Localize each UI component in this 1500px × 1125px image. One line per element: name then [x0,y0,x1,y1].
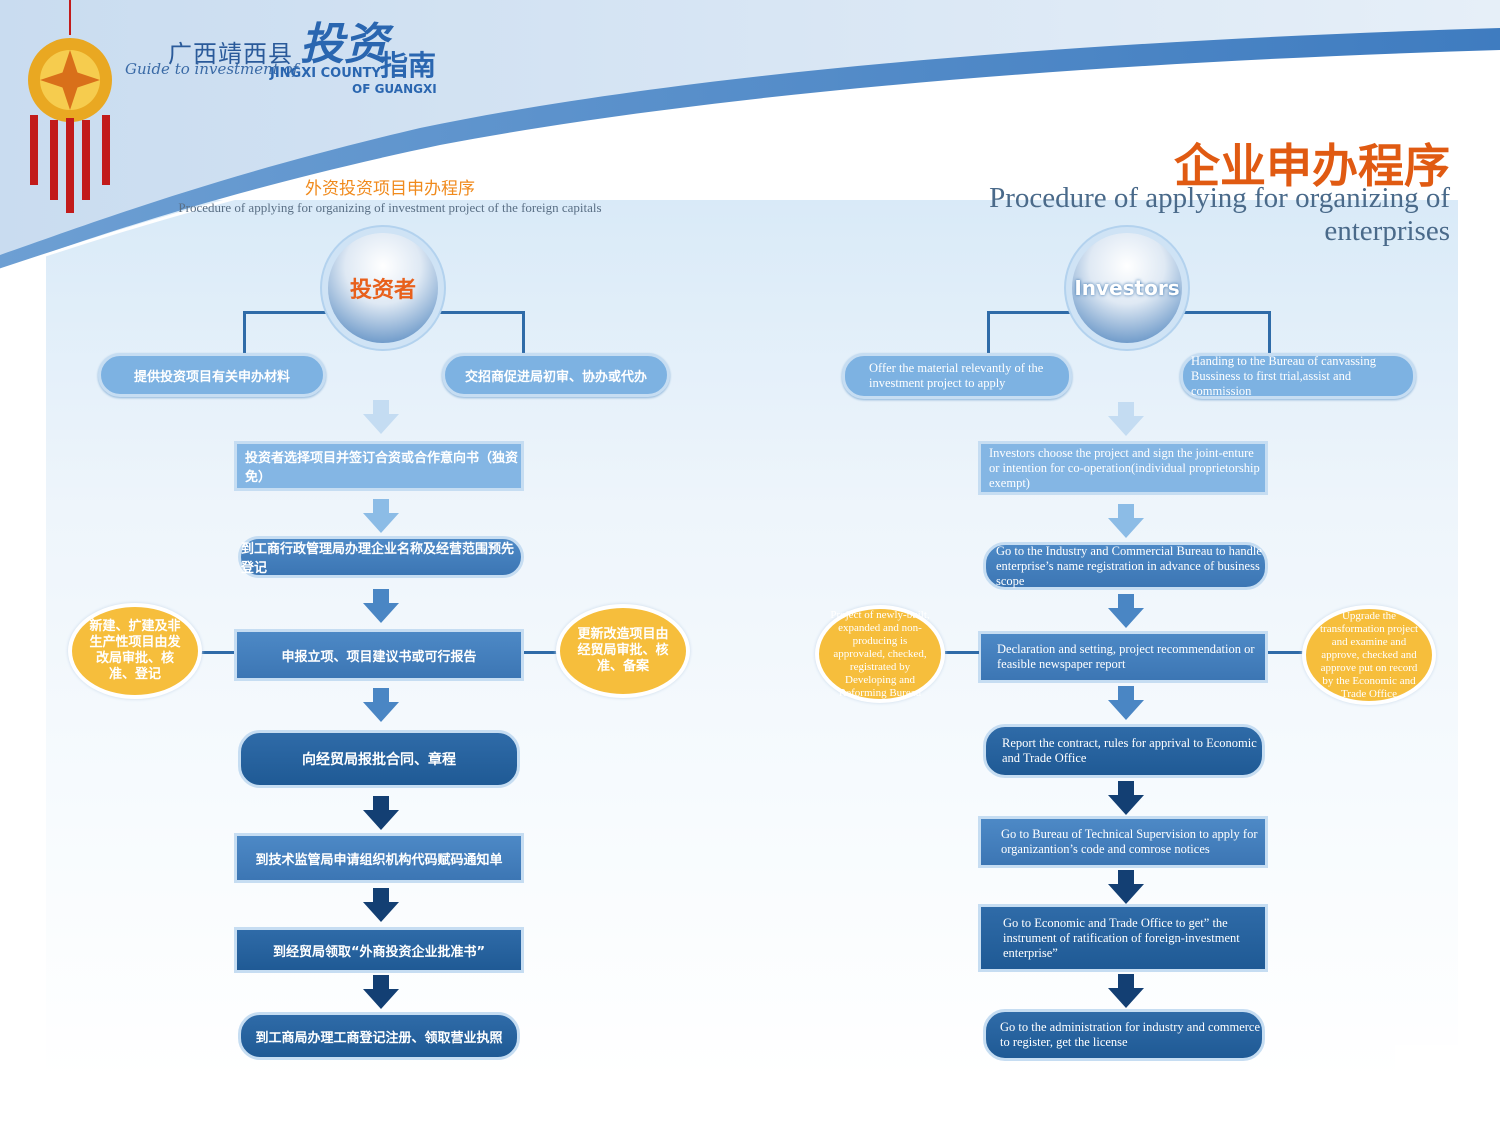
logo-region: 广西靖西县 [168,40,293,68]
arrow-down-icon [1108,594,1144,628]
connector-line [243,311,246,356]
left-step-7: 到工商局办理工商登记注册、领取营业执照 [238,1012,520,1060]
right-step-1-label: Investors choose the project and sign th… [989,445,1260,490]
right-side-note-development-label: Project of newly-built, expanded and non… [830,608,930,699]
right-hub-investors: Investors [1072,233,1182,343]
arrow-down-icon [363,975,399,1009]
arrow-down-icon [1108,504,1144,538]
hanging-ornament-icon [28,0,112,213]
left-step-4-label: 向经贸局报批合同、章程 [302,752,456,768]
right-step-5-label: Go to Bureau of Technical Supervision to… [1001,827,1258,856]
right-step-2: Go to the Industry and Commercial Bureau… [983,542,1268,590]
right-side-note-upgrade: Upgrade the transformation project and e… [1302,605,1436,705]
left-step-1-label: 投资者选择项目并签订合资或合作意向书（独资免） [245,451,519,485]
right-branch-materials-label: Offer the material relevantly of the inv… [869,361,1044,390]
right-side-note-upgrade-label: Upgrade the transformation project and e… [1319,609,1419,700]
arrow-down-icon [1108,974,1144,1008]
logo-province: OF GUANGXI [352,82,437,96]
left-branch-bureau: 交招商促进局初审、协办或代办 [442,353,670,397]
left-side-note-upgrade-label: 更新改造项目由经贸局审批、核准、备案 [577,627,669,674]
right-side-note-development: Project of newly-built, expanded and non… [815,605,945,703]
right-step-5: Go to Bureau of Technical Supervision to… [978,816,1268,868]
logo-subtitle-en: Guide to investment of [125,60,299,78]
left-step-1: 投资者选择项目并签订合资或合作意向书（独资免） [234,441,524,491]
right-step-3: Declaration and setting, project recomme… [978,631,1268,683]
right-branch-bureau-label: Handing to the Bureau of canvassing Buss… [1191,353,1377,398]
left-step-6-label: 到经贸局领取“外商投资企业批准书” [272,944,486,960]
right-step-3-label: Declaration and setting, project recomme… [997,642,1255,671]
arrow-down-icon [363,688,399,722]
right-branch-materials: Offer the material relevantly of the inv… [842,353,1072,399]
left-side-note-upgrade: 更新改造项目由经贸局审批、核准、备案 [556,604,690,698]
left-branch-bureau-label: 交招商促进局初审、协办或代办 [464,369,647,385]
left-hub-label: 投资者 [349,278,416,303]
left-hub-investors: 投资者 [328,233,438,343]
arrow-down-icon [363,400,399,434]
left-branch-materials-label: 提供投资项目有关申办材料 [133,369,290,385]
right-step-6: Go to Economic and Trade Office to get” … [978,904,1268,972]
connector-line [524,651,558,654]
arrow-down-icon [1108,781,1144,815]
connector-line [522,311,525,356]
left-title-cn: 外资投资项目申办程序 [305,179,475,199]
right-hub-label: Investors [1074,276,1180,300]
right-title-en: Procedure of applying for organizing of … [989,182,1450,247]
left-step-7-label: 到工商局办理工商登记注册、领取营业执照 [255,1030,503,1046]
left-step-5-label: 到技术监管局申请组织机构代码赋码通知单 [255,852,503,868]
right-step-7-label: Go to the administration for industry an… [1000,1020,1261,1049]
arrow-down-icon [363,796,399,830]
left-side-note-development-label: 新建、扩建及非生产性项目由发改局审批、核准、登记 [89,619,181,682]
right-step-1: Investors choose the project and sign th… [978,441,1268,495]
arrow-down-icon [1108,870,1144,904]
connector-line [945,651,979,654]
watermark [1395,1045,1459,1081]
arrow-down-icon [363,888,399,922]
logo-investment: 投资 [300,19,388,70]
logo-county: JINGXI COUNTY [270,66,381,81]
right-step-7: Go to the administration for industry an… [983,1009,1265,1061]
left-step-2: 到工商行政管理局办理企业名称及经营范围预先登记 [238,536,524,578]
left-step-3-label: 申报立项、项目建议书或可行报告 [281,649,477,665]
left-step-2-label: 到工商行政管理局办理企业名称及经营范围预先登记 [241,542,515,576]
left-branch-materials: 提供投资项目有关申办材料 [98,353,326,397]
right-step-6-label: Go to Economic and Trade Office to get” … [1003,915,1240,960]
left-step-4: 向经贸局报批合同、章程 [238,730,520,788]
left-title-en: Procedure of applying for organizing of … [178,200,602,215]
connector-line [987,311,990,356]
left-side-note-development: 新建、扩建及非生产性项目由发改局审批、核准、登记 [68,603,202,699]
left-step-6: 到经贸局领取“外商投资企业批准书” [234,927,524,973]
right-step-4-label: Report the contract, rules for apprival … [1002,736,1257,765]
right-title-cn: 企业申办程序 [1174,139,1450,193]
arrow-down-icon [363,589,399,623]
left-step-3: 申报立项、项目建议书或可行报告 [234,629,524,681]
connector-line [1268,311,1271,356]
right-step-2-label: Go to the Industry and Commercial Bureau… [996,543,1262,588]
left-step-5: 到技术监管局申请组织机构代码赋码通知单 [234,833,524,883]
arrow-down-icon [1108,686,1144,720]
right-branch-bureau: Handing to the Bureau of canvassing Buss… [1180,353,1416,399]
logo-guide: 指南 [380,49,437,82]
arrow-down-icon [363,499,399,533]
connector-line [200,651,234,654]
header-banner [0,0,1500,270]
connector-line [1268,651,1304,654]
right-step-4: Report the contract, rules for apprival … [983,724,1265,778]
arrow-down-icon [1108,402,1144,436]
